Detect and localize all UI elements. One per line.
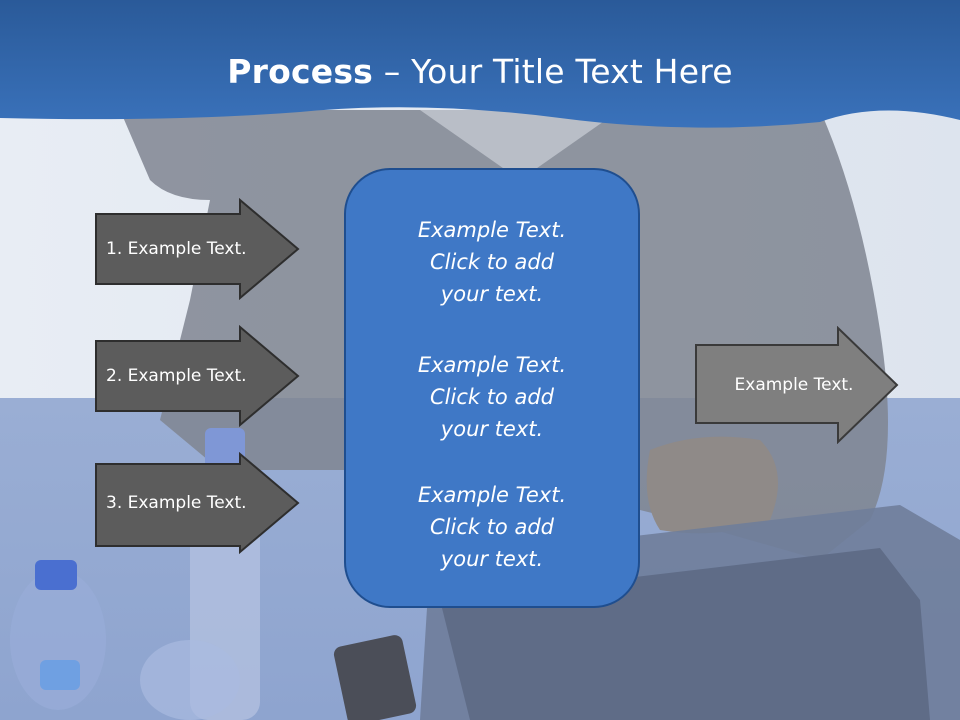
- center-text-box[interactable]: Example Text. Click to add your text. Ex…: [344, 168, 640, 608]
- title-bold: Process: [227, 52, 374, 91]
- arrow-right-shape-icon: [95, 198, 300, 300]
- left-arrow-label: 1. Example Text.: [106, 239, 247, 259]
- right-arrow-label: Example Text.: [734, 375, 854, 395]
- center-text-block-2[interactable]: Example Text. Click to add your text.: [417, 353, 567, 441]
- left-arrow-label: 2. Example Text.: [106, 366, 247, 386]
- right-arrow[interactable]: Example Text.: [694, 326, 900, 444]
- left-arrow-2[interactable]: 2. Example Text.: [94, 325, 300, 427]
- left-arrow-label: 3. Example Text.: [106, 493, 247, 513]
- left-arrow-3[interactable]: 3. Example Text.: [94, 452, 300, 554]
- center-text-block-3[interactable]: Example Text. Click to add your text.: [417, 483, 567, 571]
- slide-title[interactable]: Process – Your Title Text Here: [0, 52, 960, 91]
- title-rest: – Your Title Text Here: [373, 52, 733, 91]
- arrow-right-shape-icon: [95, 325, 300, 427]
- arrow-right-shape-icon: [695, 326, 899, 444]
- left-arrow-1[interactable]: 1. Example Text.: [94, 198, 300, 300]
- arrow-right-shape-icon: [95, 452, 300, 554]
- center-text-block-1[interactable]: Example Text. Click to add your text.: [417, 218, 567, 306]
